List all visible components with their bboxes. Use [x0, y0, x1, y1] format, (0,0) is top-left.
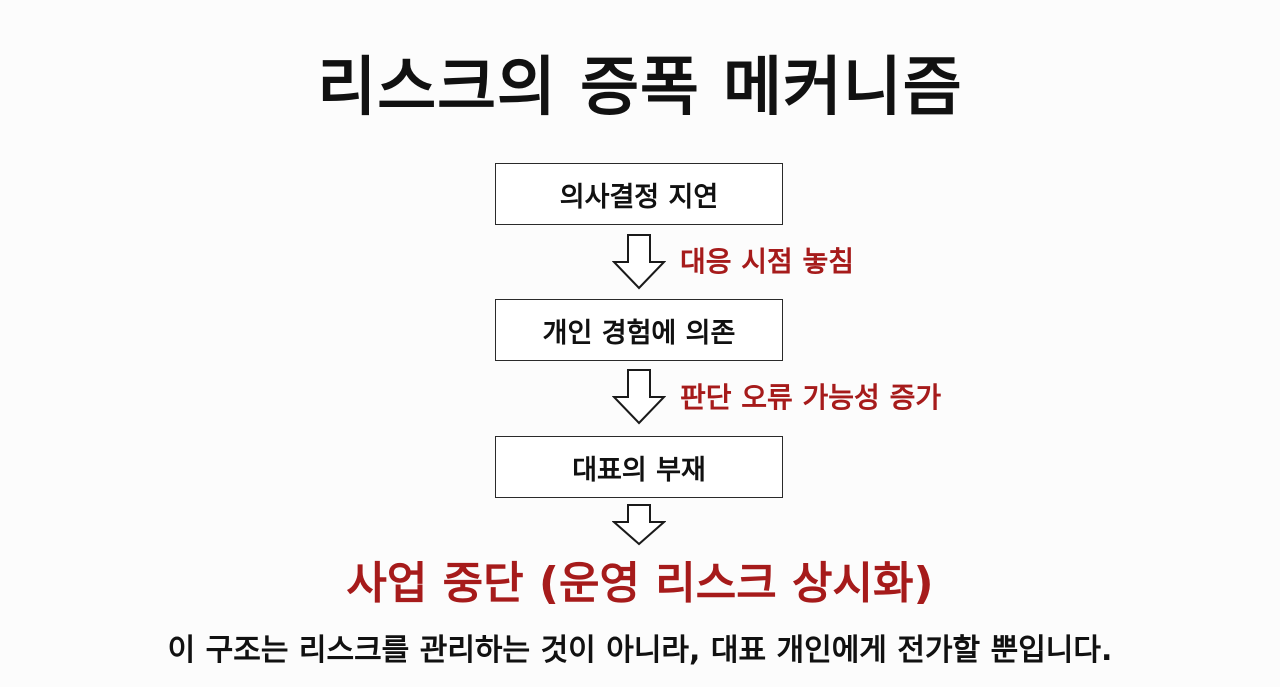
arrow-label-missed-timing: 대응 시점 놓침 [680, 245, 855, 278]
arrow-label-judgment-error: 판단 오류 가능성 증가 [680, 381, 942, 414]
flow-result: 사업 중단 (운영 리스크 상시화) [346, 558, 934, 609]
down-arrow-icon [612, 369, 666, 425]
conclusion-text: 이 구조는 리스크를 관리하는 것이 아니라, 대표 개인에게 전가할 뿐입니다… [167, 633, 1113, 668]
page-title: 리스크의 증폭 메커니즘 [317, 51, 963, 125]
flow-step-decision-delay: 의사결정 지연 [495, 163, 783, 225]
down-arrow-icon [612, 234, 666, 290]
down-arrow-icon [612, 504, 666, 546]
flow-step-ceo-absence: 대표의 부재 [495, 436, 783, 498]
flow-step-personal-experience: 개인 경험에 의존 [495, 299, 783, 361]
